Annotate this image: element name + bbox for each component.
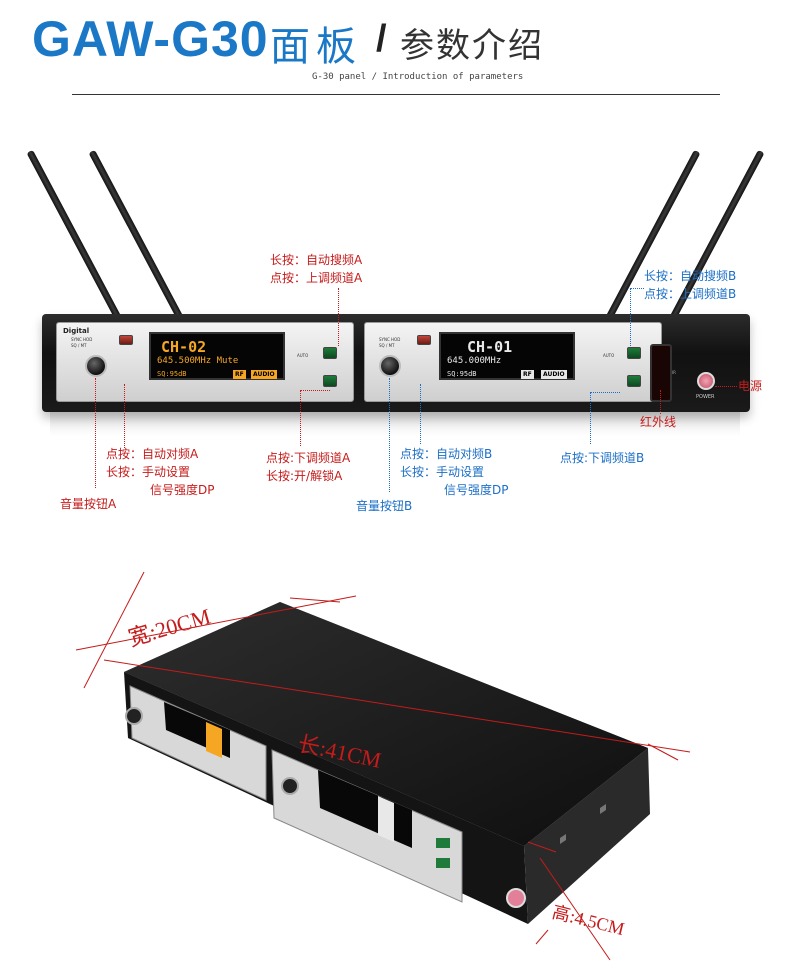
ir-window: IR [650, 344, 676, 402]
sync-label: SYNC HOD [71, 337, 93, 342]
sync-button-b[interactable] [417, 335, 431, 345]
dim-line-length [103, 659, 691, 753]
sync-label-b: SYNC HOD [379, 337, 401, 342]
audio-bar-b-3d [378, 796, 394, 842]
down-button-b[interactable] [627, 375, 641, 387]
dim-line-height [539, 857, 611, 961]
dim-height-tick-2 [535, 929, 549, 945]
frequency-readout-b: 645.000MHz [447, 356, 502, 366]
sync-button-a[interactable] [119, 335, 133, 345]
sqmt-label: SQ / MT [71, 343, 87, 348]
callout-left-b-3: 信号强度DP [444, 483, 509, 497]
leader-mid-a-h [300, 390, 330, 391]
knob-a-3d [125, 707, 143, 725]
knob-b-3d [281, 777, 299, 795]
dim-height-tick-1 [527, 841, 557, 853]
power-3d [506, 888, 526, 908]
section-title: 参数介绍 [400, 26, 544, 66]
callout-left-b-1: 点按：自动对频B [400, 447, 493, 461]
model-suffix: 面板 [270, 24, 362, 70]
mute-indicator-a: Mute [216, 356, 239, 366]
auto-label-a: AUTO [297, 353, 309, 358]
leader-sync-a [124, 384, 125, 448]
sqmt-label-b: SQ / MT [379, 343, 395, 348]
callout-volume-b: 音量按钮B [356, 499, 413, 513]
callout-left-a-3: 信号强度DP [150, 483, 215, 497]
dim-width-tick-1 [83, 571, 145, 689]
subtitle: G-30 panel / Introduction of parameters [312, 72, 524, 82]
leader-power [715, 386, 737, 387]
callout-ir: 红外线 [640, 415, 677, 429]
ir-label: IR [672, 370, 676, 375]
squelch-readout-a: SQ:95dB [157, 370, 187, 378]
title-slash: / [376, 18, 387, 60]
down-button-a[interactable] [323, 375, 337, 387]
callout-left-a-1: 点按：自动对频A [106, 447, 199, 461]
brand-label: Digital [63, 327, 90, 335]
dim-line-width [75, 595, 357, 651]
volume-knob-a[interactable] [85, 355, 107, 377]
audio-tag-a: AUDIO [251, 370, 277, 379]
receiver-front: Digital SYNC HOD SQ / MT CH-02 645.500MH… [42, 314, 750, 412]
callout-mid-a-1: 点按:下调频道A [266, 451, 351, 465]
rf-tag-a: RF [233, 370, 246, 379]
leader-volume-b [389, 378, 390, 492]
display-a: CH-02 645.500MHz Mute SQ:95dB RF AUDIO [149, 332, 285, 380]
auto-label-b: AUTO [603, 353, 615, 358]
panel-a: Digital SYNC HOD SQ / MT CH-02 645.500MH… [56, 322, 354, 402]
audio-tag-b: AUDIO [541, 370, 567, 379]
up-button-b[interactable] [627, 347, 641, 359]
callout-volume-a: 音量按钮A [60, 497, 117, 511]
panel-b: SYNC HOD SQ / MT CH-01 645.000MHz SQ:95d… [364, 322, 662, 402]
leader-top-a [338, 288, 339, 346]
power-label: POWER [696, 394, 715, 400]
squelch-readout-b: SQ:95dB [447, 370, 477, 378]
channel-readout-a: CH-02 [161, 338, 207, 356]
header-divider [72, 94, 720, 95]
callout-top-a-2: 点按：上调频道A [270, 271, 363, 285]
leader-down-b-h [590, 392, 620, 393]
channel-readout-b: CH-01 [467, 338, 513, 356]
device-reflection [50, 412, 740, 436]
up-button-a[interactable] [323, 347, 337, 359]
callout-power: 电源 [738, 379, 763, 393]
button-b-3d-1 [436, 838, 450, 848]
model-title: GAW-G30 [32, 11, 269, 67]
chassis-top-shade [124, 602, 648, 846]
callout-left-b-2: 长按：手动设置 [400, 465, 485, 479]
leader-top-b-h [630, 288, 644, 289]
callout-top-b-2: 点按：上调频道B [644, 287, 737, 301]
dim-length-tick [647, 743, 679, 761]
power-button[interactable] [697, 372, 715, 390]
display-b: CH-01 645.000MHz SQ:95dB RF AUDIO [439, 332, 575, 380]
leader-down-b [590, 392, 591, 444]
leader-sync-b [420, 384, 421, 444]
leader-ir [660, 390, 661, 414]
volume-knob-b[interactable] [379, 355, 401, 377]
rf-tag-b: RF [521, 370, 534, 379]
leader-mid-a [300, 390, 301, 446]
callout-down-b: 点按:下调频道B [560, 451, 645, 465]
callout-left-a-2: 长按：手动设置 [106, 465, 191, 479]
dim-width-tick-2 [289, 597, 341, 603]
leader-volume-a [95, 378, 96, 488]
callout-top-b-1: 长按：自动搜频B [644, 269, 737, 283]
frequency-value-a: 645.500MHz [157, 356, 212, 366]
audio-bar-a-3d [206, 722, 222, 758]
callout-top-a-1: 长按：自动搜频A [270, 253, 363, 267]
leader-top-b [630, 288, 631, 346]
callout-mid-a-2: 长按:开/解锁A [266, 469, 343, 483]
frequency-readout-a: 645.500MHz Mute [157, 356, 238, 366]
button-b-3d-2 [436, 858, 450, 868]
